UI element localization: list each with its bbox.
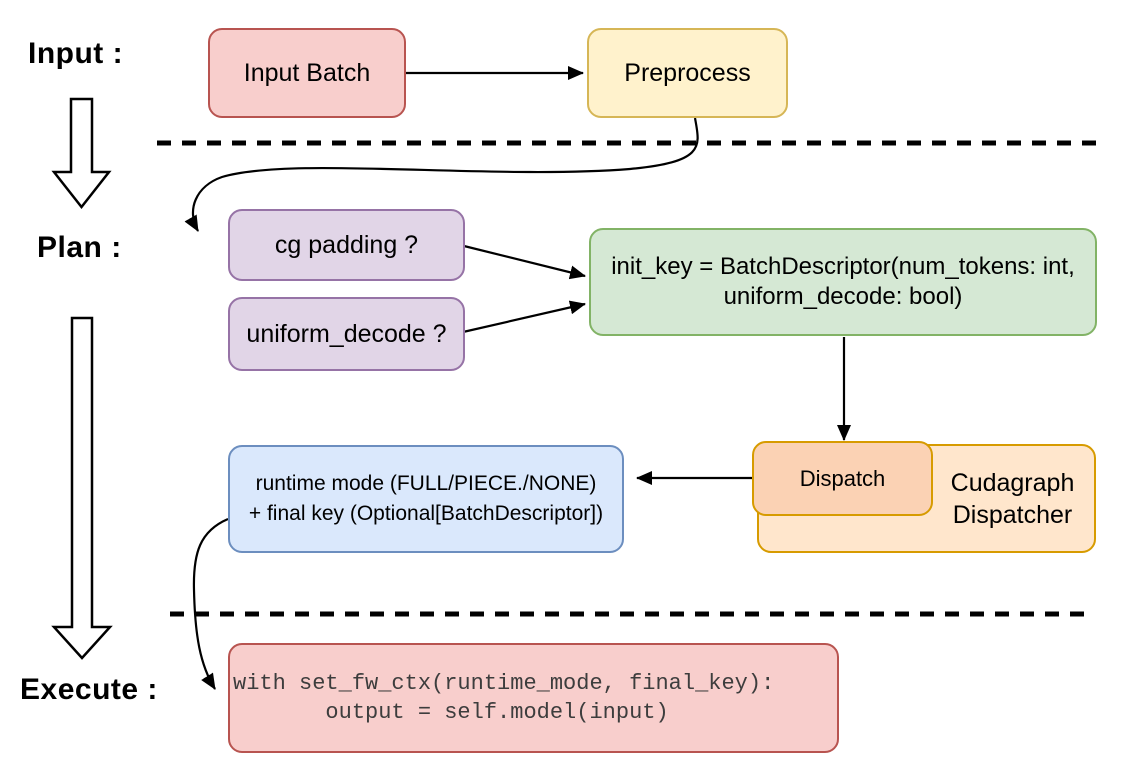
- stage-arrow-input-to-plan-icon: [51, 97, 112, 210]
- stage-arrow-plan-to-execute-icon: [51, 316, 113, 660]
- execute-code-line-1: with set_fw_ctx(runtime_mode, final_key)…: [233, 671, 775, 696]
- node-preprocess: Preprocess: [587, 28, 788, 118]
- execute-code-line-2: output = self.model(input): [233, 700, 669, 725]
- node-init-key: init_key = BatchDescriptor(num_tokens: i…: [589, 228, 1097, 336]
- cudagraph-dispatcher-label: Cudagraph Dispatcher: [937, 446, 1088, 551]
- edge-preprocess-to-cg-padding: [184, 117, 699, 232]
- node-cg-padding: cg padding ?: [228, 209, 465, 281]
- node-dispatch: Dispatch: [752, 441, 933, 516]
- edge-uniform-decode-to-init-key: [462, 300, 586, 334]
- node-input-batch: Input Batch: [208, 28, 406, 118]
- edge-cg-padding-to-init-key: [463, 244, 586, 280]
- init-key-line-1: init_key = BatchDescriptor(num_tokens: i…: [611, 253, 1075, 280]
- stage-label-input: Input :: [28, 37, 124, 70]
- runtime-mode-line-2: + final key (Optional[BatchDescriptor]): [248, 502, 604, 525]
- execute-code-text: with set_fw_ctx(runtime_mode, final_key)…: [233, 669, 774, 727]
- runtime-mode-line-1: runtime mode (FULL/PIECE./NONE): [255, 472, 597, 495]
- node-uniform-decode: uniform_decode ?: [228, 297, 465, 371]
- stage-label-plan: Plan :: [37, 231, 122, 264]
- stage-label-execute: Execute :: [20, 673, 158, 706]
- cudagraph-dispatcher-line-1: Cudagraph: [950, 468, 1075, 497]
- edge-runtime-mode-to-execute-code: [192, 517, 229, 690]
- cudagraph-dispatcher-line-2: Dispatcher: [952, 500, 1073, 529]
- node-execute-code: with set_fw_ctx(runtime_mode, final_key)…: [228, 643, 839, 753]
- init-key-line-2: uniform_decode: bool): [723, 283, 963, 310]
- node-runtime-mode: runtime mode (FULL/PIECE./NONE) + final …: [228, 445, 624, 553]
